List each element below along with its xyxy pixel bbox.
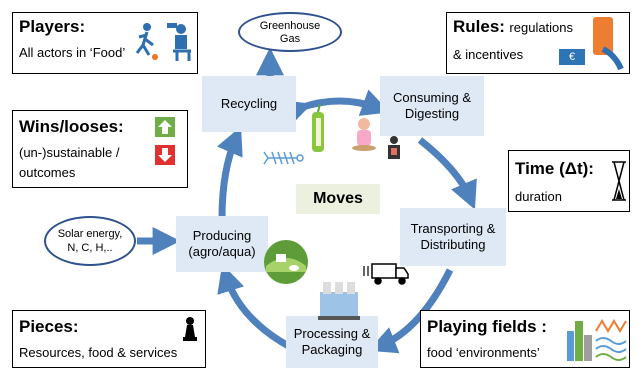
fields-title: Playing fields : xyxy=(427,317,547,336)
farm-globe-icon xyxy=(264,240,308,284)
person-digesting-icon xyxy=(352,118,400,159)
arrow-transporting-processing xyxy=(368,268,454,354)
time-box: Time (Δt): duration xyxy=(508,150,630,212)
stage-producing-line2: (agro/aqua) xyxy=(188,244,256,259)
stage-consuming-line2: Digesting xyxy=(404,106,460,121)
loss-down-icon xyxy=(155,145,175,165)
arrow-processing-producing xyxy=(217,263,294,352)
players-icon xyxy=(135,23,191,61)
rules-subtitle-inline: regulations xyxy=(509,20,574,35)
moves-label: Moves xyxy=(296,184,380,214)
wins-box: Wins/looses: (un-)sustainable / outcomes xyxy=(12,110,188,188)
landscape-waves-icon xyxy=(595,319,627,361)
euro-coins-icon: € xyxy=(559,49,585,65)
fields-subtitle: food ‘environments’ xyxy=(427,345,540,360)
wins-line2: outcomes xyxy=(19,165,76,180)
stage-producing: Producing (agro/aqua) xyxy=(176,216,268,272)
stage-transporting-line1: Transporting & xyxy=(410,220,496,236)
city-buildings-icon xyxy=(567,321,592,361)
solar-line1: Solar energy, xyxy=(57,228,123,240)
greenhouse-line2: Gas xyxy=(279,33,301,45)
fields-box: Playing fields : food ‘environments’ xyxy=(420,310,630,368)
players-subtitle: All actors in ‘Food’ xyxy=(19,45,126,60)
rules-line1: Rules: regulations xyxy=(453,17,573,37)
arrow-producing-recycling xyxy=(217,126,243,219)
pieces-subtitle: Resources, food & services xyxy=(19,345,178,360)
greenhouse-line1: Greenhouse xyxy=(259,20,321,32)
stage-processing: Processing & Packaging xyxy=(286,316,378,368)
hourglass-icon xyxy=(612,161,626,201)
rules-box: Rules: regulations & incentives € xyxy=(446,12,630,74)
stage-transporting-line2: Distributing xyxy=(420,237,486,252)
stage-recycling-label: Recycling xyxy=(220,95,278,111)
pawn-icon xyxy=(183,317,197,341)
arrow-consuming-transporting xyxy=(417,137,477,210)
bottles-icon xyxy=(318,282,360,320)
pieces-box: Pieces: Resources, food & services xyxy=(12,310,206,368)
players-box: Players: All actors in ‘Food’ xyxy=(12,12,198,74)
euro-coins-label: € xyxy=(568,51,576,63)
stage-consuming-line1: Consuming & xyxy=(392,89,472,105)
stage-transporting: Transporting & Distributing xyxy=(400,208,506,266)
rules-subtitle-line2: & incentives xyxy=(453,47,524,62)
solar-line2: N, C, H,.. xyxy=(67,242,113,254)
stage-processing-line2: Packaging xyxy=(301,342,363,357)
rules-title: Rules: xyxy=(453,17,505,36)
stage-recycling: Recycling xyxy=(202,76,296,132)
time-title: Time (Δt): xyxy=(515,159,594,178)
wins-title: Wins/looses: xyxy=(19,117,124,136)
stage-producing-line1: Producing xyxy=(192,227,252,243)
stage-processing-line1: Processing & xyxy=(293,325,371,341)
win-up-icon xyxy=(155,117,175,137)
apple-core-icon xyxy=(312,103,324,152)
fish-bones-icon xyxy=(263,151,304,165)
phone-hand-icon xyxy=(593,17,624,71)
time-subtitle: duration xyxy=(515,189,562,204)
solar-energy-ellipse: Solar energy, N, C, H,.. xyxy=(44,216,136,266)
pieces-title: Pieces: xyxy=(19,317,79,336)
greenhouse-gas-ellipse: Greenhouse Gas xyxy=(238,12,342,52)
arrow-recycling-consuming xyxy=(280,89,390,127)
players-title: Players: xyxy=(19,17,86,36)
delivery-van-icon xyxy=(363,263,409,285)
wins-line1: (un-)sustainable / xyxy=(19,145,120,160)
stage-consuming: Consuming & Digesting xyxy=(380,76,484,136)
